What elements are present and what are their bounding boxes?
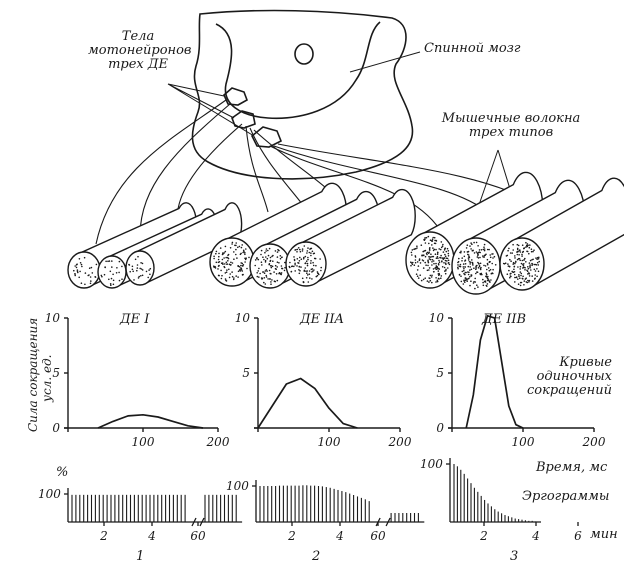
twitch-chart: [448, 314, 595, 432]
axis-tick-label: 10: [44, 311, 60, 325]
muscle-fiber: [125, 202, 243, 286]
grey-matter-outline: [215, 21, 381, 120]
unit-title: ДЕ IIB: [482, 312, 527, 327]
axis-break: [191, 517, 205, 527]
twitch-curve: [465, 314, 524, 429]
axis-tick-label: 100: [226, 479, 249, 493]
axis-tick-label: 100: [131, 435, 155, 449]
minutes-unit-label: мин: [590, 527, 618, 542]
axis-tick-label: 5: [436, 366, 444, 380]
axis-tick-label: 4: [336, 529, 344, 543]
unit-title: ДЕ IIA: [300, 312, 344, 327]
ergogram: [252, 480, 425, 527]
axis-tick-label: 2: [288, 529, 296, 543]
axis-tick-label: 10: [234, 311, 250, 325]
axis-tick-label: 4: [148, 529, 156, 543]
axis-tick-label: 5: [242, 366, 250, 380]
axis-tick-label: 4: [532, 529, 540, 543]
axis-tick-label: 6: [574, 529, 582, 543]
axis-tick-label: 0: [52, 421, 60, 435]
axis-tick-label: 2: [480, 529, 488, 543]
axis-tick-label: 0: [436, 421, 444, 435]
unit-title: ДЕ I: [120, 312, 150, 327]
unit-number: 3: [510, 549, 519, 564]
twitch-curves-label: Кривые одиночных сокращений: [527, 355, 612, 398]
axis-tick-label: 100: [317, 435, 341, 449]
time-axis-label: Время, мс: [536, 460, 608, 475]
central-canal: [294, 43, 314, 65]
axis-tick-label: 100: [420, 457, 443, 471]
twitch-curve: [97, 413, 204, 429]
muscle-fibers-label: Мышечные волокна трех типов: [441, 111, 581, 140]
motoneuron-body: [250, 126, 283, 148]
spinal-cord-label: Спинной мозг: [424, 41, 521, 56]
twitch-curve: [257, 377, 358, 429]
axis-tick-label: 10: [428, 311, 444, 325]
unit-number: 2: [312, 549, 321, 564]
muscle-fiber: [499, 177, 624, 291]
axis-tick-label: 200: [206, 435, 230, 449]
ergogram: [64, 488, 243, 527]
axis-tick-label: 2: [100, 529, 108, 543]
axis-tick-label: 5: [52, 366, 60, 380]
axis-tick-label: 60: [370, 529, 386, 543]
ergograms-label: Эргограммы: [522, 489, 610, 504]
motoneuron-body: [231, 110, 256, 129]
axis-tick-label: 200: [582, 435, 606, 449]
motoneuron-body: [223, 87, 248, 106]
axis-tick-label: 100: [38, 487, 61, 501]
percent-label: %: [56, 465, 69, 480]
muscle-fiber: [285, 188, 416, 287]
unit-number: 1: [136, 549, 145, 564]
axis-tick-label: 200: [388, 435, 412, 449]
axis-tick-label: 60: [190, 529, 206, 543]
ergogram: [446, 458, 579, 526]
axis-tick-label: 100: [511, 435, 535, 449]
twitch-chart: [64, 317, 219, 432]
spinal-cord-outline: [191, 9, 414, 180]
motoneurons-label: Тела мотонейронов трех ДЕ: [88, 29, 192, 72]
twitch-chart: [254, 317, 401, 432]
